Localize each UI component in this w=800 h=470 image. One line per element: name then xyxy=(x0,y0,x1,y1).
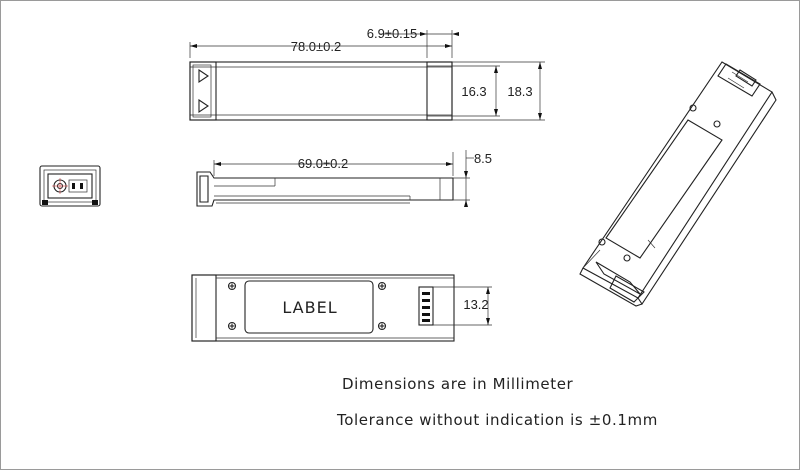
dim-inner-height: 16.3 xyxy=(461,84,486,99)
dim-front-depth: 6.9±0.15 xyxy=(367,26,418,41)
dim-connector-width: 13.2 xyxy=(463,297,488,312)
dim-outer-height: 18.3 xyxy=(507,84,532,99)
units-note: Dimensions are in Millimeter xyxy=(342,375,574,393)
label-text: LABEL xyxy=(282,298,337,317)
tolerance-note: Tolerance without indication is ±0.1mm xyxy=(336,411,658,429)
side-view xyxy=(196,150,474,207)
bottom-view xyxy=(191,274,492,342)
top-view xyxy=(189,30,545,121)
dim-length-overall: 78.0±0.2 xyxy=(291,39,342,54)
dim-side-length: 69.0±0.2 xyxy=(298,156,349,171)
label-area xyxy=(244,280,374,334)
dim-side-thickness: 8.5 xyxy=(474,151,492,166)
isometric-view xyxy=(579,61,777,307)
front-view xyxy=(39,165,101,207)
